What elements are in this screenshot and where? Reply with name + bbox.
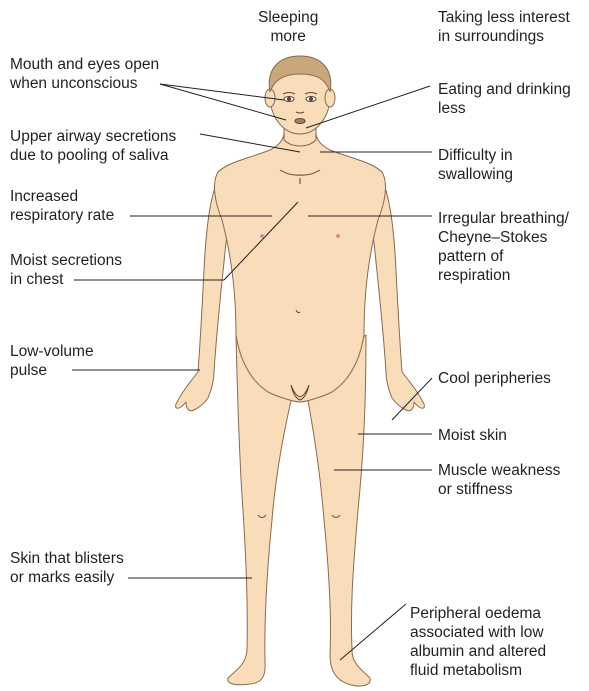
label-cool-peripheries: Cool peripheries <box>438 369 551 388</box>
label-moist-skin: Moist skin <box>438 426 507 445</box>
